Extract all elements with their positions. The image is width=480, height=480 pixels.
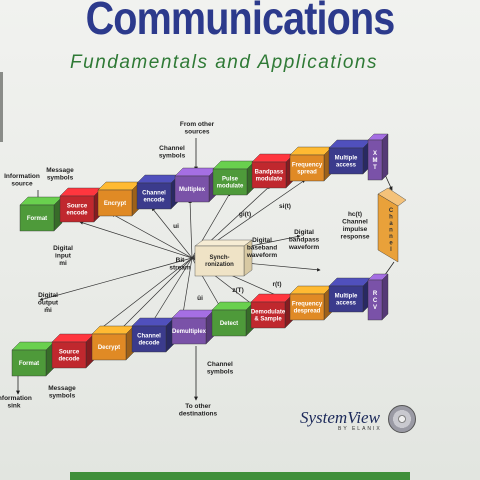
label-information-sink: Informationsink [0,395,32,410]
label-zT: z(T) [232,287,244,294]
rx-block-3-label: Decrypt [98,345,120,351]
rx-block-7-label: Demodulate& Sample [251,310,286,323]
sync-ray [111,213,193,259]
sync-ray [39,257,193,301]
synchronization-label: Synch-ronization [205,255,234,268]
rx-block-5-label: Demultiplex [172,329,207,335]
label-ui: ui [173,223,179,230]
tx-block-1-label: Format [27,216,47,222]
rx-block-6: Detect [211,301,255,337]
cd-icon [388,405,416,433]
label-gi: gi(t) [239,211,251,218]
synchronization-block: Synch-ronization [194,239,253,277]
rx-block-1: Format [11,341,55,377]
label-rt: r(t) [272,281,281,288]
tx-block-3: Encrypt [97,181,141,217]
tx-block-1: Format [19,196,63,232]
label-si: si(t) [279,203,291,210]
tx-block-3-label: Encrypt [104,201,126,207]
left-edge-strip [0,72,3,142]
rx-block-1-label: Format [19,361,39,367]
tx-block-5-label: Multiplex [179,187,206,193]
sync-ray [79,221,193,259]
rx-block-6-label: Detect [220,321,238,327]
rx-block-5: Demultiplex [171,309,215,345]
systemview-logo: SystemView [300,408,380,427]
rx-block-3: Decrypt [91,325,135,361]
rx-block-7: Demodulate& Sample [250,293,294,329]
book-title: Communications [85,0,396,44]
sync-ray [151,207,193,259]
bottom-green-strip [70,472,410,480]
book-subtitle: Fundamentals and Applications [70,52,378,73]
systemview-logo-sub: BY ELANIX [338,426,382,432]
sync-ray [188,199,193,259]
tx-block-5: Multiplex [174,167,218,203]
label-u-hat: ûi [197,295,203,302]
